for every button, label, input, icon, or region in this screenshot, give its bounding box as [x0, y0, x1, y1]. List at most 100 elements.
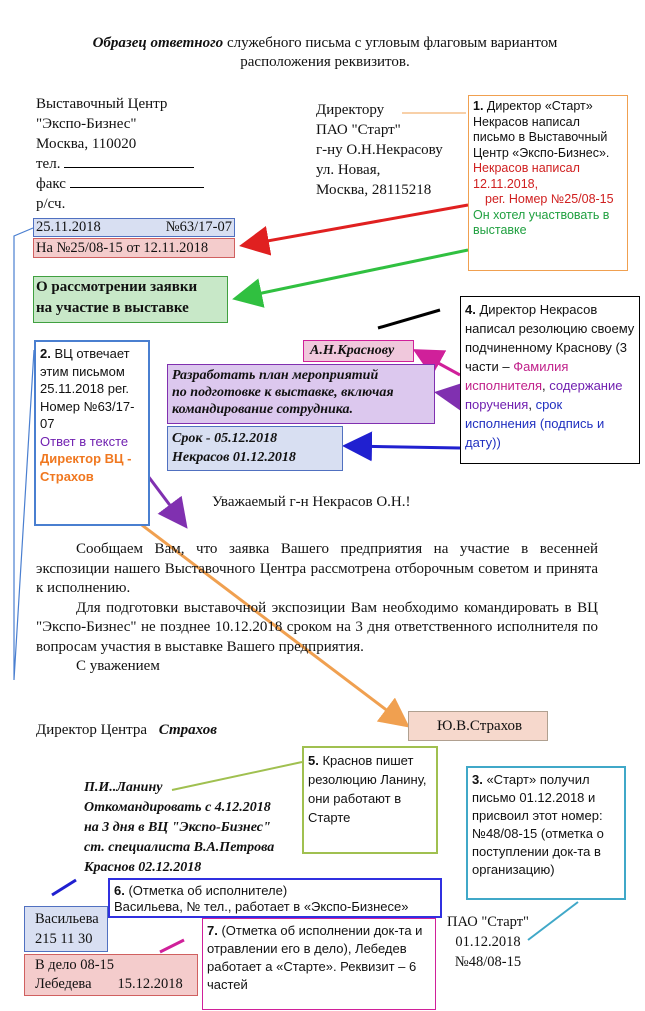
note7-a: (Отметка об исполнении док-та и отравлен…	[207, 923, 423, 992]
note2-b: Ответ в тексте	[40, 433, 129, 449]
res2-line5: Краснов 02.12.2018	[84, 860, 202, 875]
note-6: 6. (Отметка об исполнителе) Васильева, №…	[108, 878, 442, 918]
tel-line	[64, 155, 195, 168]
recipient-line3: г-ну О.Н.Некрасову	[316, 142, 443, 158]
note4-b: Фамилия исполнителя	[465, 359, 569, 393]
recipient-line1: Директору	[316, 102, 385, 118]
signature-mark: Страхов	[158, 722, 217, 738]
fax-line	[69, 175, 204, 188]
executor-name-mark: Васильева	[35, 911, 99, 927]
rs-label: р/сч.	[36, 196, 66, 212]
title-rest: служебного письма с угловым флаговым вар…	[223, 35, 558, 51]
filing-name: Лебедева	[35, 976, 92, 992]
receipt-line3: №48/08-15	[454, 954, 522, 970]
note4-c: содержание поручения	[465, 378, 623, 412]
recipient-line5: Москва, 28115218	[316, 182, 432, 198]
note1-d: Он хотел участвовать в выставке	[473, 207, 610, 238]
note1-b: Некрасов написал 12.11.2018,	[473, 161, 580, 191]
arrow-red	[239, 203, 469, 256]
letter-heading: О рассмотрении заявки на участие в выста…	[33, 276, 228, 323]
note6-num: 6.	[114, 883, 125, 898]
resolution-task: Разработать план мероприятий по подготов…	[167, 364, 435, 424]
resolution-deadline: Срок - 05.12.2018 Некрасов 01.12.2018	[167, 426, 343, 471]
note4-e: (подпись и дату))	[465, 416, 605, 450]
sender-tel: тел.	[36, 154, 204, 174]
connector-note4	[377, 308, 441, 330]
arrow-blue	[342, 431, 461, 462]
receipt-line1: ПАО "Старт"	[447, 914, 529, 930]
note-7: 7. (Отметка об исполнении док-та и отрав…	[202, 918, 436, 1010]
task-line1: Разработать план мероприятий	[172, 368, 379, 383]
res2-line1: П.И..Ланину	[84, 780, 163, 795]
note-5: 5. Краснов пишет резолюцию Ланину, они р…	[302, 746, 438, 854]
receipt-line2: 01.12.2018	[455, 934, 521, 950]
arrow-magenta	[412, 349, 461, 377]
reg-date: 25.11.2018	[36, 219, 101, 235]
note5-a: Краснов пишет резолюцию Ланину, они рабо…	[308, 753, 427, 825]
connector-note5	[171, 761, 303, 791]
tel-label: тел.	[36, 156, 61, 172]
note-4: 4. Директор Некрасов написал резолюцию с…	[460, 296, 640, 464]
heading-line1: О рассмотрении заявки	[36, 279, 198, 295]
filing-line2: Лебедева 15.12.2018	[35, 975, 197, 994]
task-line2: по подготовке к выставке, включая	[172, 385, 394, 400]
note4-d: срок исполнения	[465, 397, 563, 431]
connector-note7	[159, 938, 185, 954]
note-3: 3. «Старт» получил письмо 01.12.2018 и п…	[466, 766, 626, 900]
fax-label: факс	[36, 176, 66, 192]
executor-mark: Васильева 215 11 30	[24, 906, 108, 952]
note3-num: 3.	[472, 772, 483, 787]
resolution-sign: Некрасов 01.12.2018	[172, 450, 296, 465]
sender-line1: Выставочный Центр	[36, 96, 168, 112]
letter-body: Сообщаем Вам, что заявка Вашего предприя…	[36, 540, 598, 677]
task-line3: командирование сотрудника.	[172, 402, 354, 417]
connector-note2	[13, 227, 35, 681]
registration-line: 25.11.2018 №63/17-07	[33, 218, 235, 237]
title-line2: расположения реквизитов.	[240, 54, 410, 70]
body-closing: С уважением	[76, 658, 160, 674]
signature-line: Директор Центра Страхов	[36, 722, 217, 739]
signature-name-box: Ю.В.Страхов	[408, 711, 548, 741]
reference-text: На №25/08-15 от 12.11.2018	[36, 240, 209, 256]
body-paragraph-1: Сообщаем Вам, что заявка Вашего предприя…	[36, 541, 598, 596]
heading-line2: на участие в выставке	[36, 300, 189, 316]
reference-line: На №25/08-15 от 12.11.2018	[33, 238, 235, 258]
arrow-orange	[117, 505, 410, 728]
recipient-line4: ул. Новая,	[316, 162, 381, 178]
executor-name: А.Н.Краснову	[310, 343, 395, 358]
note-1: 1. Директор «Старт» Некрасов написал пис…	[468, 95, 628, 271]
note4-a: Директор Некрасов написал резолюцию свое…	[465, 302, 635, 374]
greeting: Уважаемый г-н Некрасов О.Н.!	[212, 494, 411, 510]
res2-line3: на 3 дня в ВЦ "Экспо-Бизнес"	[84, 820, 271, 835]
sender-line3: Москва, 110020	[36, 136, 137, 152]
body-paragraph-2: Для подготовки выставочной экспозиции Ва…	[36, 599, 598, 655]
note7-num: 7.	[207, 923, 218, 938]
note-2: 2. ВЦ отвечает этим письмом 25.11.2018 р…	[34, 340, 150, 526]
filing-date: 15.12.2018	[117, 976, 183, 992]
note6-a: (Отметка об исполнителе)	[124, 883, 288, 898]
sender-block: Выставочный Центр "Экспо-Бизнес" Москва,…	[36, 94, 204, 214]
recipient-block: Директору ПАО "Старт" г-ну О.Н.Некрасову…	[316, 100, 443, 200]
reg-number: №63/17-07	[165, 219, 232, 235]
note1-c: рег. Номер №25/08-15	[485, 192, 614, 206]
note6-b: Васильева, № тел., работает в «Экспо-Биз…	[114, 899, 409, 914]
signature-position: Директор Центра	[36, 722, 148, 738]
page-title: Образец ответного служебного письма с уг…	[40, 34, 610, 72]
recipient-line2: ПАО "Старт"	[316, 122, 401, 138]
receipt-mark: ПАО "Старт" 01.12.2018 №48/08-15	[442, 912, 534, 972]
note2-a: ВЦ отвечает этим письмом 25.11.2018 рег.…	[40, 346, 135, 431]
note2-c: Директор ВЦ - Страхов	[40, 451, 132, 484]
note2-num: 2.	[40, 346, 51, 361]
executor-phone: 215 11 30	[35, 931, 93, 947]
note5-num: 5.	[308, 753, 319, 768]
res2-line4: ст. специалиста В.А.Петрова	[84, 840, 275, 855]
note3-a: «Старт» получил письмо 01.12.2018 и прис…	[472, 772, 604, 877]
connector-note6	[51, 878, 77, 897]
title-bold: Образец ответного	[92, 35, 224, 51]
arrow-green	[232, 248, 469, 308]
res2-line2: Откомандировать с 4.12.2018	[84, 800, 271, 815]
resolution-executor: А.Н.Краснову	[303, 340, 414, 362]
arrow-purple-task	[434, 381, 466, 412]
